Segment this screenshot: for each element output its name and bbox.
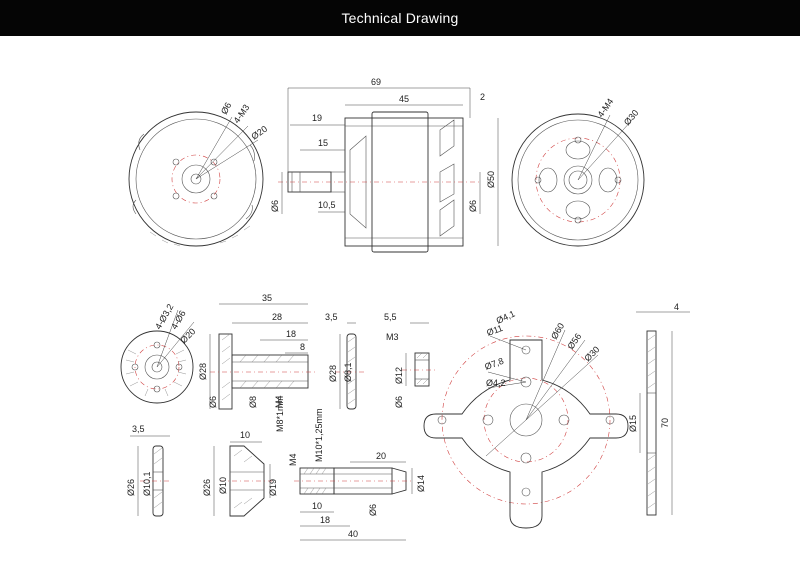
label-nut-m3: M3 [386, 332, 399, 342]
label-plate-70: 70 [660, 418, 670, 428]
spacer-ring-1: 3,5 Ø26 Ø10,1 [126, 424, 172, 517]
label-nut-d6: Ø6 [394, 396, 404, 408]
label-shaft-20: 20 [376, 451, 386, 461]
label-back-d30: Ø30 [622, 108, 641, 127]
label-washer-3-5: 3,5 [325, 312, 338, 322]
label-adapter-35: 35 [262, 293, 272, 303]
label-shaft-d14: Ø14 [416, 475, 426, 492]
label-front-d20: Ø20 [249, 124, 269, 142]
label-adapter-28: 28 [272, 312, 282, 322]
label-adapter-8: 8 [300, 342, 305, 352]
label-side-45: 45 [399, 94, 409, 104]
label-nut-5-5: 5,5 [384, 312, 397, 322]
label-nut-d12: Ø12 [394, 367, 404, 384]
motor-side-view: 69 45 2 19 15 10,5 Ø6 Ø6 Ø50 [270, 77, 499, 253]
label-xmount-d60: Ø60 [549, 321, 566, 341]
spacer-ring-2: 10 Ø26 Ø10 Ø19 [202, 430, 278, 517]
label-adapter-18: 18 [286, 329, 296, 339]
label-ring2-d26: Ø26 [202, 479, 212, 496]
label-side-19: 19 [312, 113, 322, 123]
label-side-15: 15 [318, 138, 328, 148]
label-mount-d20: Ø20 [178, 326, 197, 345]
label-washer-d28: Ø28 [328, 365, 338, 382]
label-side-69: 69 [371, 77, 381, 87]
nut-side: 5,5 M3 Ø12 Ø6 [384, 312, 438, 408]
label-side-d50: Ø50 [486, 171, 496, 188]
x-mount-front: Ø4,1 Ø11 Ø60 Ø56 Ø30 Ø7,8 Ø4,2 [423, 309, 629, 529]
label-adapter-m4: M4 [274, 395, 284, 408]
prop-shaft-side: M4 M10*1,25mm 20 Ø14 10 18 Ø6 40 [288, 408, 426, 541]
label-front-m3: 4-M3 [231, 103, 251, 126]
label-washer-d8-1: Ø8,1 [343, 362, 353, 382]
page-title: Technical Drawing [341, 10, 459, 26]
label-ring1-d26: Ø26 [126, 479, 136, 496]
label-side-2: 2 [480, 92, 485, 102]
mount-plate-side: 4 Ø15 70 [628, 302, 690, 516]
label-xmount-d7-8: Ø7,8 [483, 356, 505, 372]
label-side-10-5: 10,5 [318, 200, 336, 210]
label-ring1-d10-1: Ø10,1 [142, 471, 152, 496]
label-plate-4: 4 [674, 302, 679, 312]
label-front-d6: Ø6 [219, 101, 233, 116]
label-back-m4: 4-M4 [595, 97, 615, 120]
label-ring2-d10: Ø10 [218, 477, 228, 494]
label-xmount-d11: Ø11 [485, 323, 504, 338]
motor-front-view: Ø6 4-M3 Ø20 [128, 101, 269, 247]
prop-mount-front: 4-Ø3,2 4-Ø6 Ø20 [120, 302, 197, 404]
motor-back-view: 4-M4 Ø30 [511, 97, 645, 247]
label-adapter-d8: Ø8 [248, 396, 258, 408]
technical-drawing: Ø6 4-M3 Ø20 69 45 2 19 15 10,5 Ø6 Ø6 [120, 77, 690, 541]
label-adapter-d6: Ø6 [208, 396, 218, 408]
label-shaft-40: 40 [348, 529, 358, 539]
prop-adapter-side: 35 28 18 8 Ø28 Ø6 Ø8 M4 M8*1mm [198, 293, 318, 432]
label-adapter-m8: M8*1mm [275, 396, 285, 432]
label-ring2-d19: Ø19 [268, 479, 278, 496]
header-bar: Technical Drawing [0, 0, 800, 36]
label-ring1-3-5: 3,5 [132, 424, 145, 434]
label-adapter-d28: Ø28 [198, 363, 208, 380]
label-xmount-d56: Ø56 [565, 331, 583, 351]
label-shaft-18: 18 [320, 515, 330, 525]
label-xmount-d30: Ø30 [582, 344, 601, 363]
label-ring2-10: 10 [240, 430, 250, 440]
label-side-d6b: Ø6 [468, 200, 478, 212]
label-xmount-d4-2: Ø4,2 [486, 378, 506, 388]
label-side-d6a: Ø6 [270, 200, 280, 212]
label-shaft-d6: Ø6 [368, 504, 378, 516]
label-shaft-m10: M10*1,25mm [314, 408, 324, 462]
washer-side: 3,5 Ø28 Ø8,1 [325, 312, 366, 410]
label-shaft-m4: M4 [288, 453, 298, 466]
label-plate-d15: Ø15 [628, 415, 638, 432]
label-shaft-10: 10 [312, 501, 322, 511]
